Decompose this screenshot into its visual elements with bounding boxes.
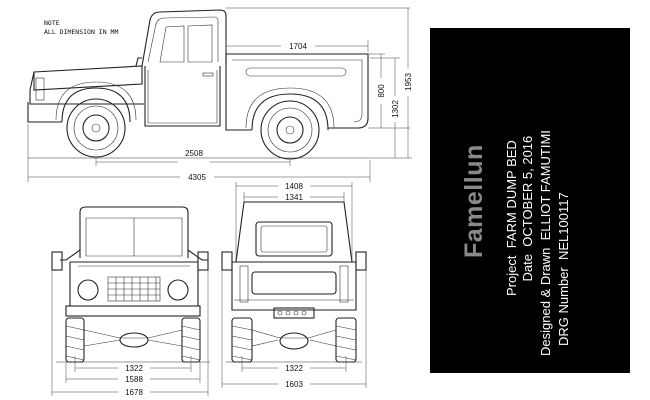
dim-bed-length: 1704: [289, 42, 307, 51]
front-left-tire: [65, 317, 85, 363]
bed-side-rail: [245, 67, 347, 77]
door-handle: [202, 72, 214, 77]
right-headlight: [167, 279, 189, 301]
dim-rear-track: 1322: [285, 364, 303, 373]
brand-name: Famellun: [460, 144, 488, 258]
bed-front: [225, 54, 252, 131]
side-mirror: [135, 57, 142, 67]
rear-wheel-center: [285, 125, 295, 135]
front-view: [51, 206, 210, 363]
tailgate-panel: [251, 271, 337, 295]
rear-right-mirror: [355, 251, 367, 271]
cab-rear-window: [187, 24, 213, 63]
left-headlight: [77, 279, 99, 301]
front-fender-flare: [55, 81, 137, 121]
dim-bed-height: 800: [377, 84, 386, 98]
cab-outline: [141, 9, 227, 67]
dim-body-height: 1302: [391, 100, 400, 118]
date-value: OCTOBER 5, 2016: [520, 135, 535, 247]
title-block: Famellun Project FARM DUMP BED Date OCTO…: [430, 28, 630, 373]
grille-mesh: [108, 277, 160, 301]
rear-window-inner: [260, 225, 328, 253]
rear-wheel: [260, 100, 320, 160]
designer-label: Designed & Drawn: [538, 247, 553, 356]
cab-door-window: [159, 25, 185, 63]
front-wheel: [66, 98, 126, 158]
designer-row: Designed & Drawn ELLIOT FAMUTIMI: [538, 130, 553, 356]
right-tail-light: [339, 265, 349, 303]
bed-outline: [226, 53, 369, 129]
dim-wheelbase: 2508: [185, 149, 203, 158]
front-wheel-hub: [82, 114, 110, 142]
front-wheel-center: [91, 123, 101, 133]
dim-rear-roof-outer: 1408: [285, 182, 303, 191]
windshield: [85, 217, 183, 257]
designer-value: ELLIOT FAMUTIMI: [538, 130, 553, 241]
tailgate: [231, 261, 357, 311]
rear-hitch-plate: [273, 307, 315, 319]
cab-door: [144, 66, 221, 127]
front-suspension: [83, 329, 183, 339]
rear-left-tire: [231, 317, 253, 363]
front-fascia: [29, 71, 144, 105]
dim-rear-roof-inner: 1341: [285, 193, 303, 202]
rear-cab: [235, 201, 353, 263]
cab-inner-line: [147, 16, 219, 63]
dim-rear-overall-width: 1603: [285, 380, 303, 389]
note-title: NOTE: [44, 19, 60, 27]
dim-front-track: 1322: [125, 364, 143, 373]
bed-inner-line: [232, 59, 363, 123]
hood: [33, 65, 143, 91]
rear-window: [255, 221, 333, 257]
project-value: FARM DUMP BED: [504, 140, 519, 249]
right-mirror: [197, 251, 209, 271]
left-mirror: [51, 251, 63, 271]
rear-wheel-rim: [267, 107, 313, 153]
side-view: [27, 9, 370, 160]
date-row: Date OCTOBER 5, 2016: [520, 136, 535, 296]
front-dimensions: 1322 1588 1678: [51, 270, 209, 397]
rear-wheel-hub: [276, 116, 304, 144]
rear-suspension: [251, 329, 337, 339]
drg-value: NEL100117: [556, 192, 571, 261]
project-row: Project FARM DUMP BED: [504, 140, 519, 296]
rear-left-mirror: [221, 251, 233, 271]
date-label: Date: [520, 254, 535, 282]
front-bumper: [27, 102, 62, 123]
drg-row: DRG Number NEL100117: [556, 192, 571, 346]
dim-front-axle-width: 1588: [125, 375, 143, 384]
rear-fender: [251, 93, 329, 131]
rear-view: [221, 201, 367, 363]
grille-side: [35, 77, 45, 101]
rear-dimensions: 1408 1341 1322 1603: [221, 182, 367, 389]
door-inner-line: [147, 70, 218, 124]
left-tail-light: [239, 265, 249, 303]
dim-overall-height: 1953: [404, 73, 413, 91]
front-fender: [61, 87, 131, 123]
dim-overall-length: 4305: [188, 173, 206, 182]
technical-drawing: NOTE ALL DIMENSION IN MM: [27, 7, 413, 397]
note-text: ALL DIMENSION IN MM: [44, 28, 118, 36]
front-right-tire: [181, 317, 201, 363]
dim-front-overall-width: 1678: [125, 388, 143, 397]
front-differential: [119, 332, 149, 348]
rear-differential: [279, 332, 309, 350]
rear-fender-flare: [245, 87, 335, 129]
front-bumper-view: [65, 305, 201, 317]
side-dimensions: 1704 800 1302 1953 2508 4305: [27, 7, 413, 182]
project-label: Project: [504, 255, 519, 296]
front-cab-roof: [79, 206, 189, 258]
rear-right-tire: [335, 317, 357, 363]
front-wheel-rim: [73, 105, 119, 151]
drg-label: DRG Number: [556, 267, 571, 346]
